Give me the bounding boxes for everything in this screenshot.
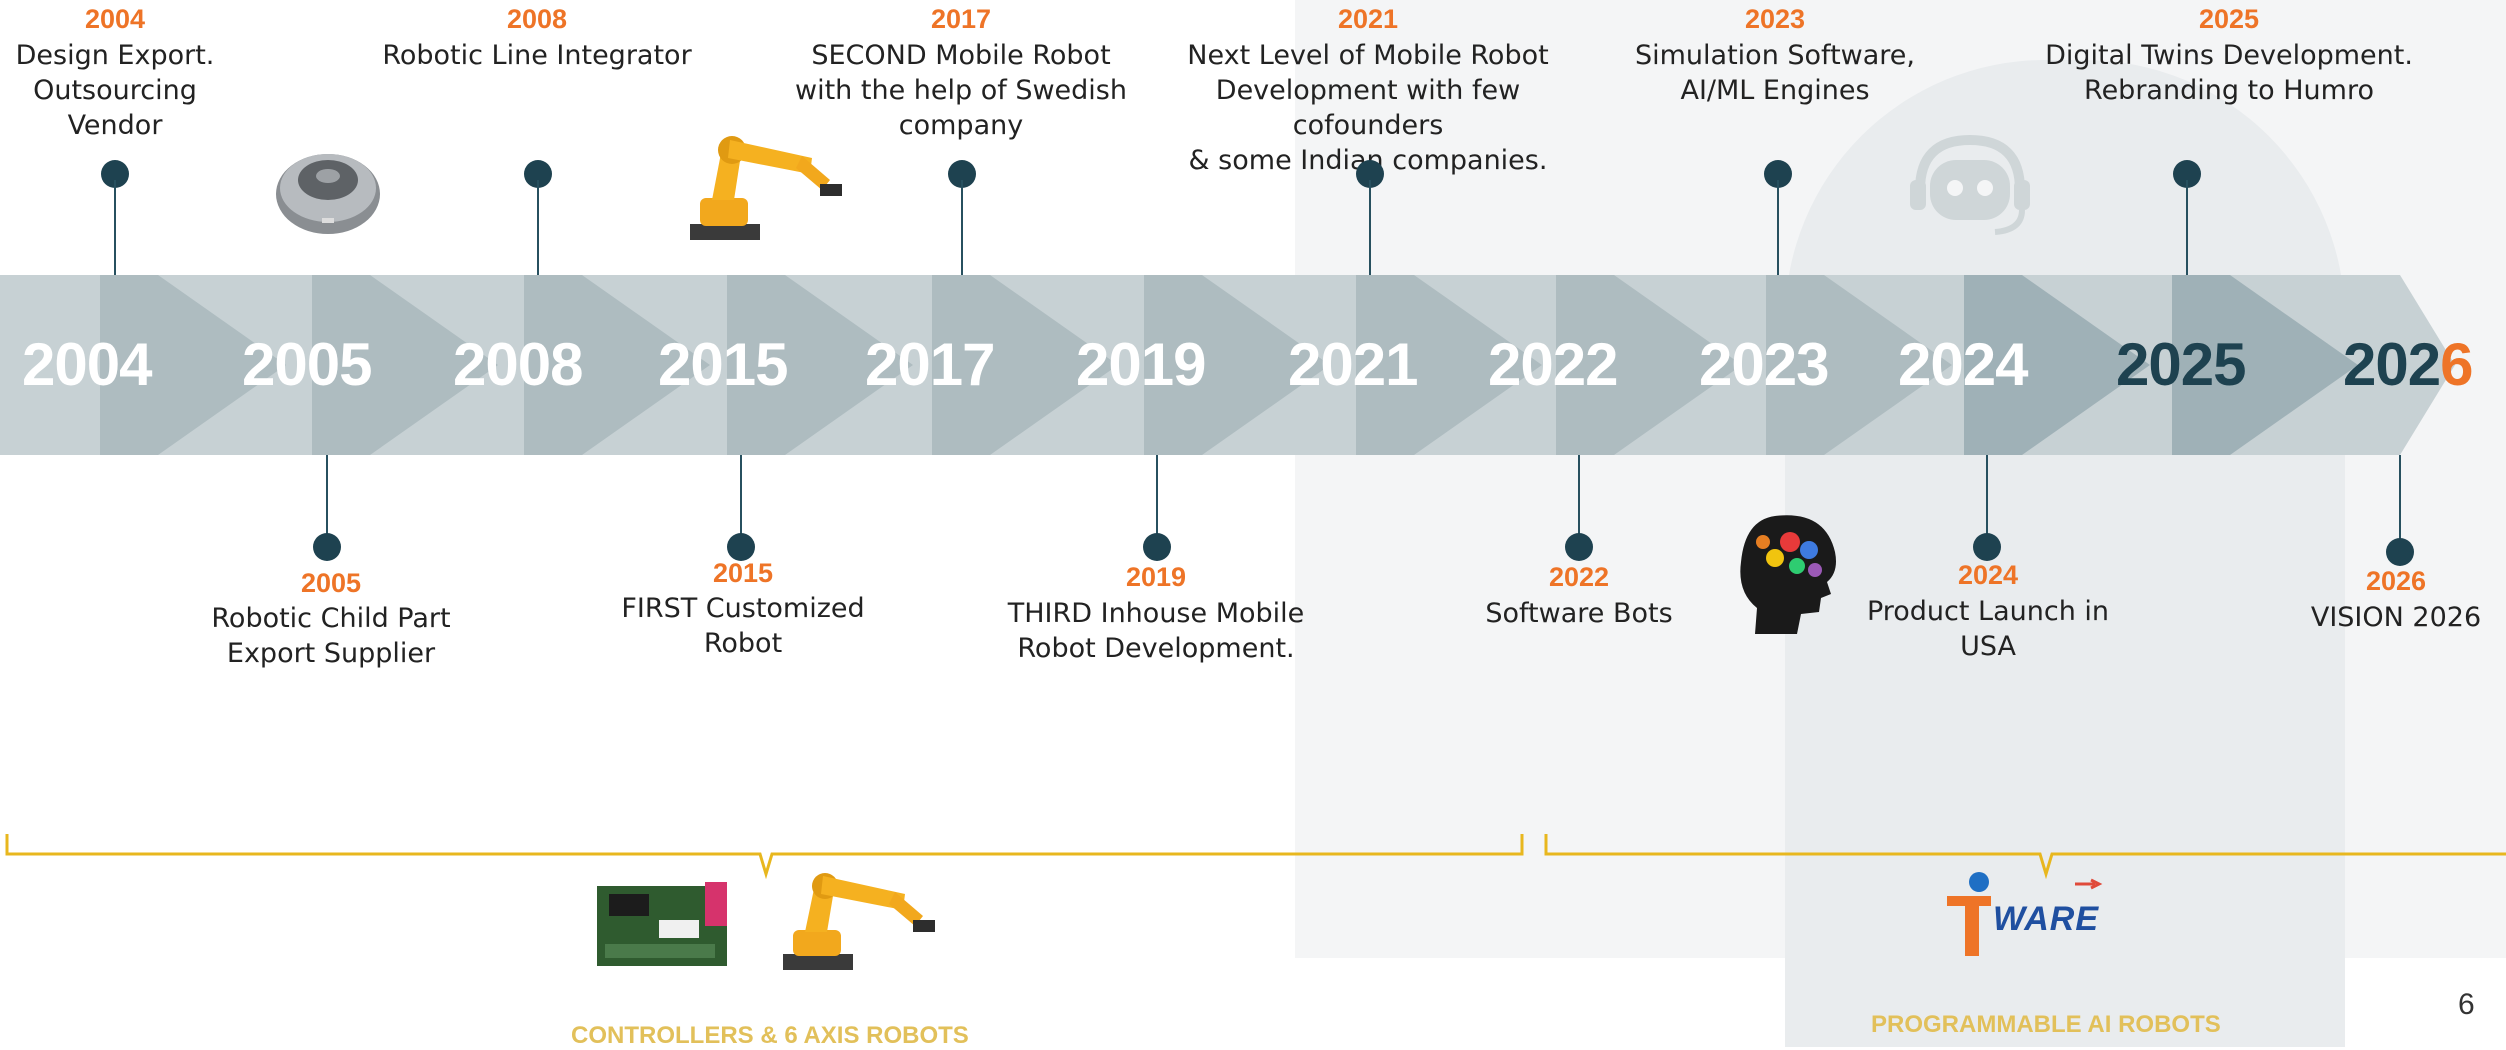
band-chevron [932,275,1118,455]
band-chevron [1356,275,1542,455]
band-year: 2015 [658,331,788,398]
category-brace-right [1544,834,2506,880]
event-stem [961,180,963,275]
event-stem [537,180,539,275]
timeline-band [0,275,2455,455]
event-year: 2023 [1744,4,1806,34]
event-year: 2026 [2365,566,2427,596]
band-year: 2019 [1076,331,1206,398]
band-year: 2005 [242,331,372,398]
band-chevron [1556,275,1742,455]
event-dot [1973,533,2001,561]
band-year: 2023 [1699,331,1829,398]
event-year: 2024 [1957,560,2019,590]
robot-vacuum-icon [276,154,380,234]
band-year: 2017 [865,331,995,398]
page-number: 6 [2458,988,2475,1021]
band-year: 2022 [1488,331,1618,398]
event-year: 2015 [712,558,774,588]
event-description: Robotic Line Integrator [382,40,692,71]
event-description: Design Export. Outsourcing Vendor [15,40,215,141]
event-year: 2005 [300,568,362,598]
event-description: VISION 2026 [2310,602,2482,633]
band-chevron [524,275,710,455]
robot-arm-icon [783,873,935,970]
event-description: FIRST Customized Robot [621,593,865,659]
event-description: Product Launch in USA [1866,596,2110,662]
event-stem [1578,455,1580,547]
event-description: Software Bots [1485,598,1673,629]
event-stem [1986,455,1988,547]
event-dot [2386,538,2414,566]
event-dot [727,533,755,561]
band-chevron [1964,275,2150,455]
category-brace-left [5,834,1524,880]
event-stem [114,180,116,275]
event-year: 2017 [930,4,992,34]
event-description: Robotic Child Part Export Supplier [211,603,451,669]
event-description: THIRD Inhouse Mobile Robot Development. [1007,598,1305,664]
event-stem [2186,180,2188,275]
band-year-final: 2026 [2343,330,2473,399]
event-description: Simulation Software, AI/ML Engines [1634,40,1915,106]
event-description: Digital Twins Development. Rebranding to… [2045,40,2413,106]
band-chevron [312,275,498,455]
event-description: SECOND Mobile Robot with the help of Swe… [795,40,1127,141]
band-chevron [2172,275,2358,455]
iware-logo: WARE [1945,870,2125,960]
event-year: 2022 [1548,562,1610,592]
band-year: 2024 [1898,331,2028,398]
band-chevron [1144,275,1330,455]
event-year: 2008 [506,4,568,34]
band-chevron [100,275,286,455]
event-dot [313,533,341,561]
headset-bot-icon [1910,134,2030,235]
iware-logo-text: WARE [1993,900,2099,938]
event-description: Next Level of Mobile Robot Development w… [1187,40,1549,176]
event-year: 2004 [84,4,146,34]
category-label-left: CONTROLLERS & 6 AXIS ROBOTS [571,1022,969,1049]
robot-arm-icon [690,136,842,240]
controller-board-icon [597,882,727,966]
band-year: 2004 [22,331,152,398]
band-year: 2021 [1288,331,1418,398]
event-stem [2399,455,2401,547]
band-year: 2008 [453,331,583,398]
event-dot [1565,533,1593,561]
event-year: 2025 [2198,4,2260,34]
band-year-final-accent: 6 [2440,331,2473,398]
event-stem [1369,180,1371,275]
background-shape [1785,60,2345,1047]
category-label-right: PROGRAMMABLE AI ROBOTS [1871,1011,2221,1038]
band-chevron [727,275,913,455]
event-dot [1143,533,1171,561]
band-chevron [1766,275,1952,455]
event-stem [740,455,742,547]
event-stem [1777,180,1779,275]
band-year-final-prefix: 202 [2343,331,2441,398]
event-stem [1156,455,1158,547]
event-year: 2019 [1125,562,1187,592]
iware-logo-mark [1947,872,2103,956]
event-stem [326,455,328,547]
event-year: 2021 [1337,4,1399,34]
band-year: 2025 [2116,331,2246,398]
brain-gears-icon [1740,515,1836,634]
